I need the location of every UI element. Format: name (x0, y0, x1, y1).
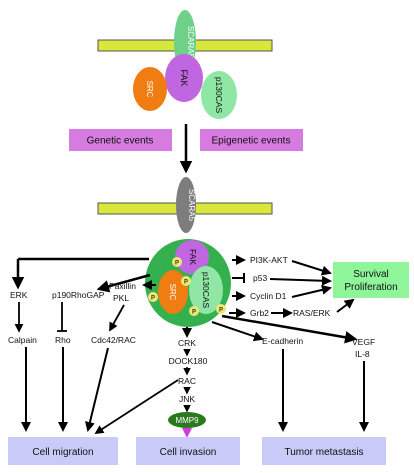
arrow-p53-to-survival (269, 275, 332, 286)
core-p130cas-label: p130CAS (201, 272, 211, 309)
pkl-label: PKL (113, 293, 129, 303)
phospho-badge-5 (216, 304, 226, 314)
cell-migration-label: Cell migration (32, 447, 93, 458)
p190rhogap-label: p190RhoGAP (52, 290, 105, 300)
erk-label: ERK (10, 290, 28, 300)
cdc42-rac-label: Cdc42/RAC (91, 335, 136, 345)
dock180-label: DOCK180 (169, 356, 208, 366)
cell-invasion-label: Cell invasion (160, 447, 217, 458)
arrow-cyclin-to-survival (291, 284, 332, 298)
top-fak-label: FAK (179, 69, 189, 86)
genetic-events-label: Genetic events (87, 136, 154, 147)
phospho-badge-1 (172, 257, 182, 267)
core-fak (175, 240, 209, 274)
phospho-badge-3-label: P (151, 296, 155, 302)
top-fak (165, 54, 203, 102)
arrow-cdc42-to-migration (85, 347, 109, 432)
epigenetic-events-box (200, 129, 303, 151)
phospho-badge-3 (148, 292, 158, 302)
mmp9-node (168, 412, 206, 428)
ecadherin-label: E-cadherin (262, 336, 303, 346)
p53-label: p53 (253, 273, 267, 283)
rac-label: RAC (178, 376, 196, 386)
crk-label: CRK (178, 338, 196, 348)
arrow-pi3k-to-survival (291, 260, 332, 276)
paxillin-label: Paxillin (109, 281, 136, 291)
top-src (133, 67, 167, 111)
mid-scara5-receptor (176, 177, 196, 233)
cyclin-d1-label: Cyclin D1 (250, 291, 287, 301)
phospho-badge-5-label: P (219, 308, 223, 314)
cell-migration-box (8, 437, 118, 465)
phospho-badge-4 (189, 306, 199, 316)
core-src-label: SRC (168, 284, 177, 301)
core-p130cas (189, 266, 223, 314)
phospho-badge-2 (181, 276, 191, 286)
survival-proliferation-box (333, 262, 409, 298)
top-p130cas (201, 71, 237, 119)
mmp9-label: MMP9 (175, 416, 199, 425)
mid-scara5-label: SCARA5 (187, 189, 196, 222)
top-scara5-label: SCARA5 (186, 26, 195, 59)
calpain-label: Calpain (8, 335, 37, 345)
cell-invasion-box (136, 437, 240, 465)
phospho-badge-2-label: P (184, 280, 188, 286)
il8-label: IL-8 (355, 349, 370, 359)
core-src (158, 270, 188, 314)
ras-erk-label: RAS/ERK (293, 308, 331, 318)
vegf-label: VEGF (352, 337, 375, 347)
arrow-to-ecadherin (211, 321, 264, 342)
epigenetic-events-label: Epigenetic events (212, 136, 291, 147)
tumor-metastasis-box (262, 437, 386, 465)
arrow-to-vegf (221, 314, 358, 344)
survival-label: Survival (353, 269, 389, 280)
phospho-badge-4-label: P (192, 310, 196, 316)
genetic-events-box (69, 129, 172, 151)
jnk-label: JNK (179, 394, 195, 404)
top-src-label: SRC (145, 81, 154, 98)
phospho-badge-1-label: P (175, 261, 179, 267)
grb2-label: Grb2 (250, 308, 269, 318)
tumor-metastasis-label: Tumor metastasis (284, 447, 363, 458)
arrow-rac-to-migration (94, 379, 179, 434)
arrow-ras-to-survival (336, 298, 355, 313)
core-fak-label: FAK (188, 249, 198, 265)
rho-label: Rho (55, 335, 71, 345)
pi3k-akt-label: PI3K-AKT (250, 255, 288, 265)
arrow-to-p190 (96, 273, 151, 293)
top-p130cas-label: p130CAS (214, 77, 224, 114)
proliferation-label: Proliferation (344, 282, 397, 293)
arrow-pkl-to-cdc42 (109, 304, 125, 332)
